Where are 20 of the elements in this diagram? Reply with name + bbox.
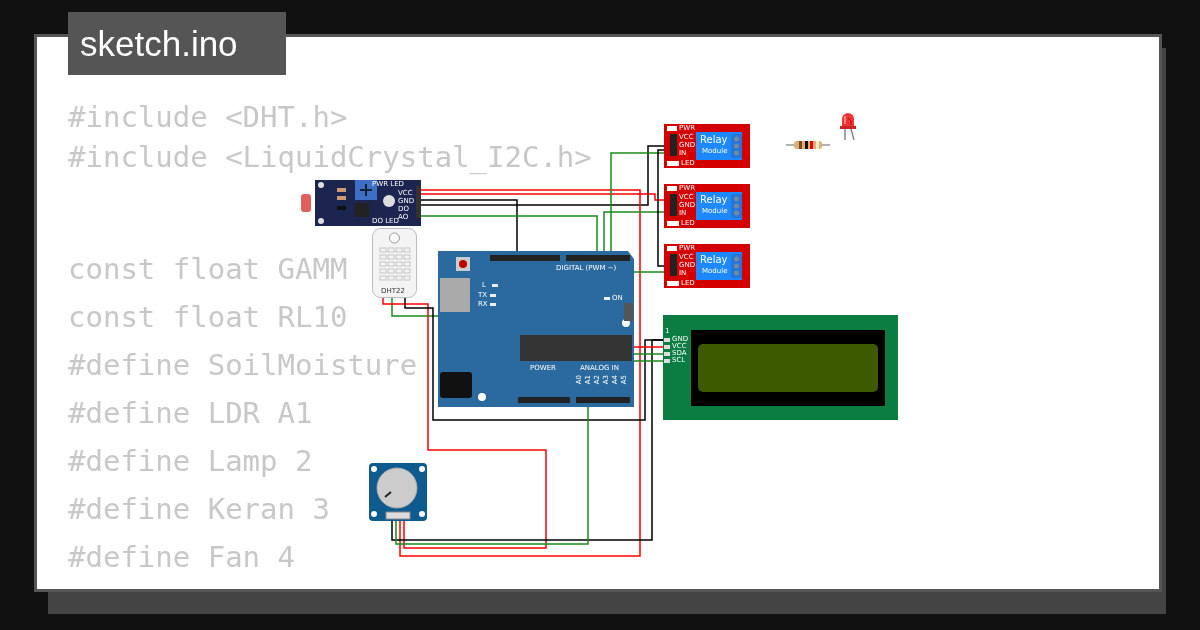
wire — [420, 215, 598, 252]
relay-label: Relay — [700, 135, 728, 145]
wire — [610, 152, 665, 252]
wire — [633, 271, 665, 273]
title-text: sketch.ino — [80, 26, 238, 61]
wire — [603, 211, 665, 252]
wire — [420, 199, 518, 252]
wire — [391, 339, 664, 541]
wire — [399, 189, 641, 557]
relay-label: Relay — [700, 255, 728, 265]
wire — [657, 149, 665, 267]
wire — [420, 193, 665, 201]
wire — [420, 145, 665, 206]
wire — [391, 297, 439, 317]
wire — [382, 297, 547, 549]
wire — [633, 353, 664, 355]
wire — [633, 346, 664, 348]
wire — [395, 406, 589, 545]
relay-label: Relay — [700, 195, 728, 205]
wire — [633, 360, 664, 362]
